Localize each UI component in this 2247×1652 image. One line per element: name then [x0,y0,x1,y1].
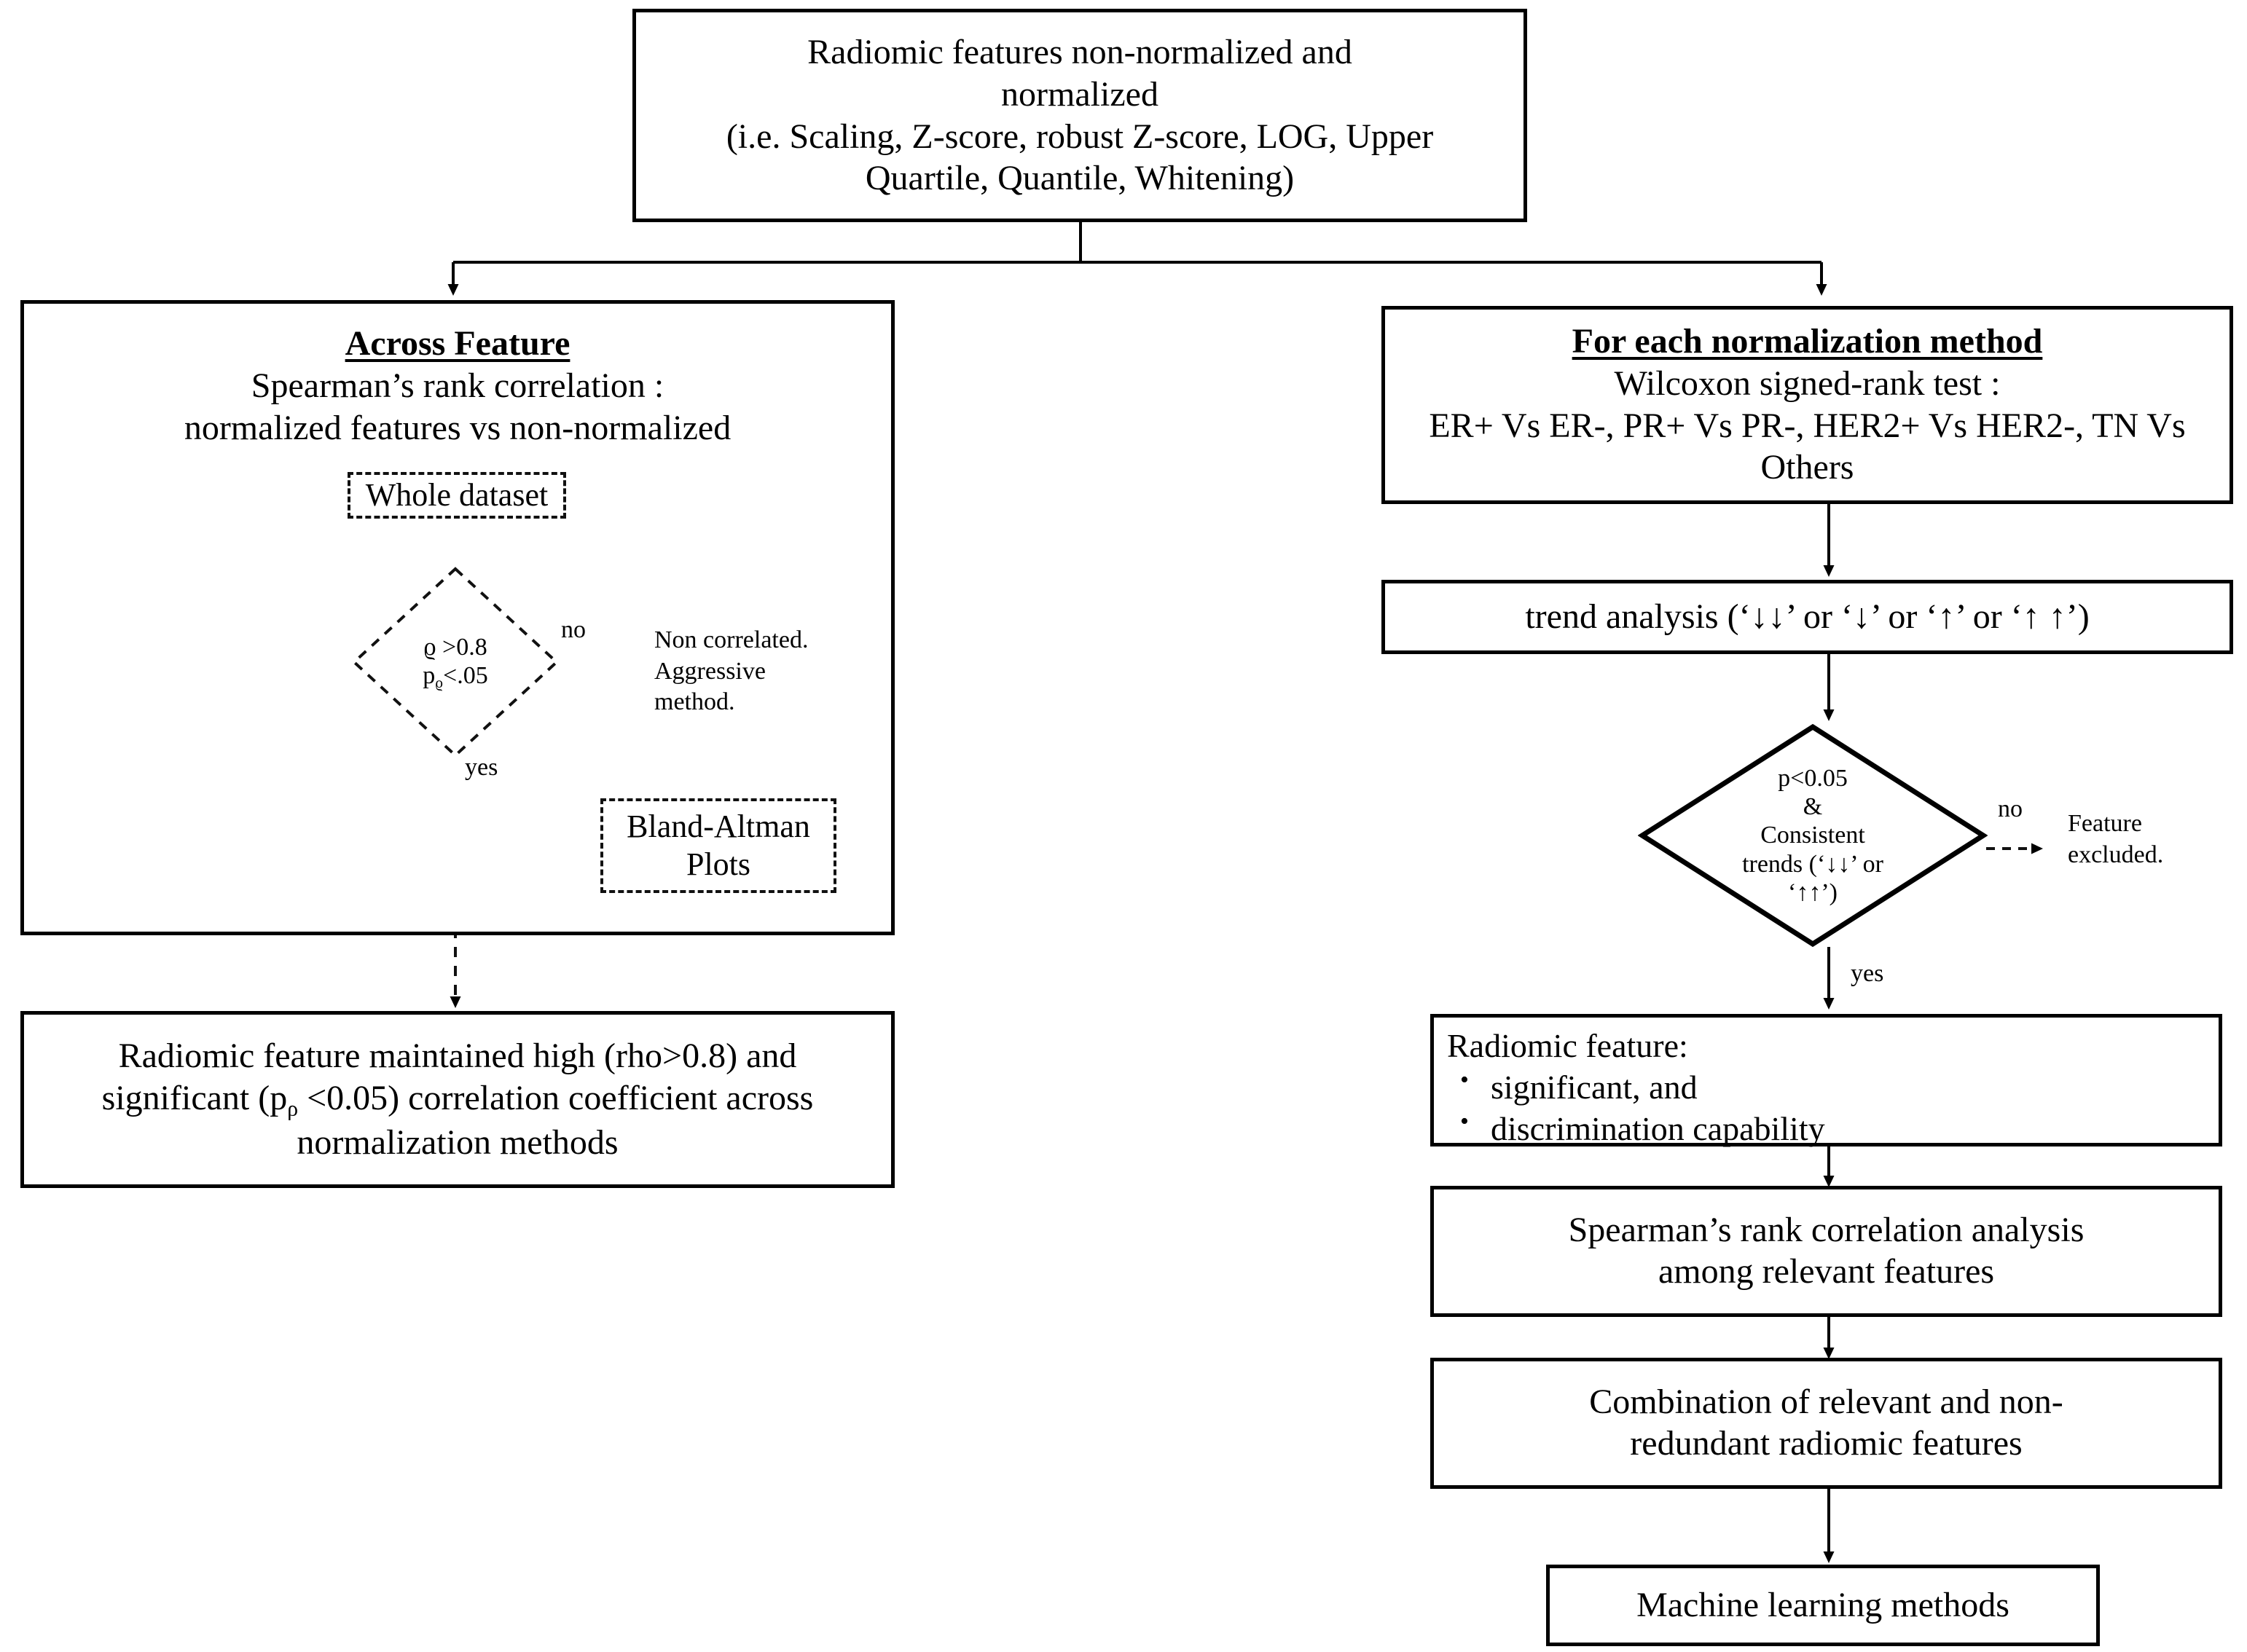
radiomic-feature-bullet-list: significant, and discrimination capabili… [1447,1066,2205,1148]
left-diamond-text: ϱ >0.8 pϱ<.05 [350,565,561,760]
trend-analysis-box: trend analysis (‘↓↓’ or ‘↓’ or ‘↑’ or ‘↑… [1381,580,2233,654]
left-result-post: <0.05) correlation coefficient across [298,1078,814,1117]
spearman-line-2: among relevant features [1658,1252,1995,1291]
whole-dataset-label: Whole dataset [365,477,549,514]
left-subtitle-2: normalized features vs non-normalized [184,409,732,447]
feature-excluded-line-1: Feature [2068,810,2142,837]
left-diamond-sub: ϱ [435,673,444,691]
left-branch-heading: Across Feature [20,322,895,366]
spearman-line-1: Spearman’s rank correlation analysis [1568,1211,2085,1250]
left-result-line-2: significant (pρ <0.05) correlation coeff… [102,1077,814,1122]
top-line-4: Quartile, Quantile, Whitening) [865,159,1295,198]
radiomic-feature-title: Radiomic feature: [1447,1027,1688,1064]
combination-line-2: redundant radiomic features [1630,1424,2023,1463]
left-diamond-cmp: <.05 [443,661,488,689]
non-correlated-text: Non correlated. Aggressive method. [654,625,873,718]
whole-dataset-node: Whole dataset [348,472,566,519]
feature-excluded-line-2: excluded. [2068,841,2164,868]
left-yes-label: yes [465,754,498,781]
left-subtitle-1: Spearman’s rank correlation : [251,366,664,405]
bland-altman-node: Bland-Altman Plots [600,798,836,893]
right-diamond-line-5: ‘↑↑’) [1788,878,1838,906]
left-result-pre: significant (p [101,1078,288,1117]
feature-excluded-text: Feature excluded. [2068,809,2247,870]
trend-analysis-label: trend analysis (‘↓↓’ or ‘↓’ or ‘↑’ or ‘↑… [1525,597,2090,636]
top-input-box: Radiomic features non-normalized and nor… [632,9,1527,222]
right-diamond-line-2: & [1803,793,1823,821]
list-item: discrimination capability [1460,1108,2205,1148]
bland-altman-line-1: Bland-Altman [627,809,810,845]
right-diamond-line-1: p<0.05 [1778,765,1848,792]
left-decision-diamond: ϱ >0.8 pϱ<.05 [350,565,561,760]
left-heading-text: Across Feature [345,324,570,363]
top-line-1: Radiomic features non-normalized and [807,33,1352,72]
right-heading-text: For each normalization method [1572,322,2043,361]
combination-box: Combination of relevant and non- redunda… [1430,1358,2222,1489]
right-diamond-line-3: Consistent [1760,822,1865,849]
right-subtitle-1: Wilcoxon signed-rank test : [1614,363,2001,403]
left-diamond-line-1: ϱ >0.8 [423,633,487,661]
list-item: significant, and [1460,1066,2205,1106]
right-diamond-line-4: trends (‘↓↓’ or [1742,850,1883,878]
left-result-sub: ρ [287,1096,299,1121]
left-result-box: Radiomic feature maintained high (rho>0.… [20,1011,895,1188]
radiomic-feature-box: Radiomic feature: significant, and discr… [1430,1014,2222,1148]
right-decision-diamond: p<0.05 & Consistent trends (‘↓↓’ or ‘↑↑’… [1637,723,1988,948]
left-no-label: no [561,616,586,643]
left-diamond-shape [352,567,559,758]
machine-learning-box: Machine learning methods [1546,1565,2100,1646]
non-correlated-line-1: Non correlated. [654,626,809,653]
top-line-3: (i.e. Scaling, Z-score, robust Z-score, … [726,117,1434,156]
left-result-line-1: Radiomic feature maintained high (rho>0.… [118,1037,797,1076]
top-line-2: normalized [1001,74,1158,114]
right-diamond-shape [1637,723,1988,948]
machine-learning-label: Machine learning methods [1636,1585,2009,1624]
right-subtitle-3: Others [1760,448,1854,487]
right-no-label: no [1998,795,2023,822]
combination-line-1: Combination of relevant and non- [1589,1382,2063,1422]
bland-altman-line-2: Plots [686,846,751,882]
right-yes-label: yes [1851,960,1884,987]
right-header-box: For each normalization method Wilcoxon s… [1381,306,2233,504]
right-subtitle-2: ER+ Vs ER-, PR+ Vs PR-, HER2+ Vs HER2-, … [1429,406,2186,445]
right-diamond-text: p<0.05 & Consistent trends (‘↓↓’ or ‘↑↑’… [1638,723,1988,948]
left-diamond-line-2: pϱ<.05 [423,661,487,691]
left-result-line-3: normalization methods [297,1123,619,1163]
left-diamond-p: p [423,661,436,689]
non-correlated-line-3: method. [654,688,735,715]
spearman-analysis-box: Spearman’s rank correlation analysis amo… [1430,1186,2222,1317]
non-correlated-line-2: Aggressive [654,657,766,685]
